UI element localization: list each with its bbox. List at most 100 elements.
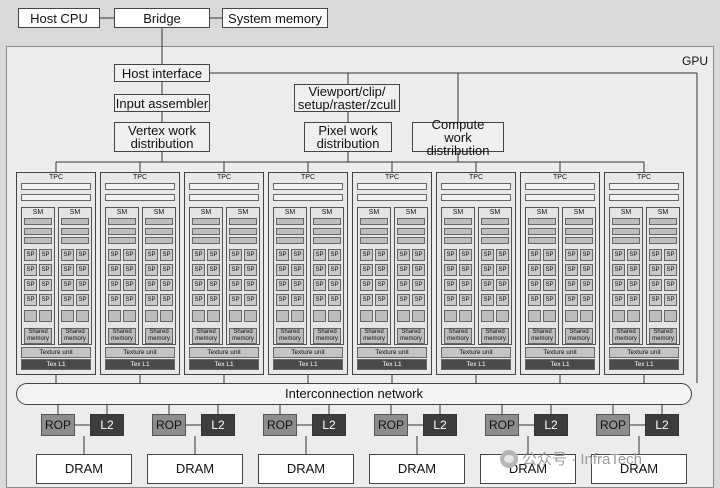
shared-memory: Shared memory [313, 328, 341, 344]
sm-unit-bar [565, 228, 593, 235]
sp-core: SP [481, 294, 494, 306]
sp-core: SP [313, 279, 326, 291]
input-assembler-box: Input assembler [114, 94, 210, 112]
sp-core: SP [612, 249, 625, 261]
sm-title: SM [368, 209, 380, 216]
sp-core: SP [24, 264, 37, 276]
sm-unit-bar [276, 218, 304, 225]
sp-core: SP [39, 264, 52, 276]
sm-unit-bar [145, 237, 173, 244]
sfu-unit [61, 310, 74, 322]
sm-unit-bar [229, 218, 257, 225]
sp-core: SP [580, 279, 593, 291]
sp-core: SP [412, 264, 425, 276]
l2-cache: L2 [423, 414, 457, 436]
sp-core: SP [291, 294, 304, 306]
sfu-unit [481, 310, 494, 322]
tpc-control-bar [105, 194, 175, 201]
sp-core: SP [291, 264, 304, 276]
sp-core: SP [145, 294, 158, 306]
sp-core: SP [207, 294, 220, 306]
sp-core: SP [481, 249, 494, 261]
sp-core: SP [397, 264, 410, 276]
dram-module: DRAM [591, 454, 687, 484]
sp-core: SP [291, 249, 304, 261]
sfu-unit [24, 310, 37, 322]
tpc-control-bar [21, 183, 91, 190]
sp-core: SP [481, 264, 494, 276]
sp-core: SP [39, 294, 52, 306]
sp-core: SP [160, 249, 173, 261]
tpc-title: TPC [385, 174, 399, 181]
sp-core: SP [276, 264, 289, 276]
sp-core: SP [328, 249, 341, 261]
sp-core: SP [528, 264, 541, 276]
sm-unit-bar [24, 237, 52, 244]
sm-unit-bar [192, 228, 220, 235]
sm-unit-bar [397, 228, 425, 235]
l2-cache: L2 [201, 414, 235, 436]
shared-memory: Shared memory [612, 328, 640, 344]
shared-memory: Shared memory [397, 328, 425, 344]
tex-l1-cache: Tex L1 [189, 359, 259, 370]
sp-core: SP [328, 279, 341, 291]
sp-core: SP [444, 264, 457, 276]
sm-unit-bar [24, 218, 52, 225]
sp-core: SP [313, 249, 326, 261]
sp-core: SP [207, 264, 220, 276]
vertex-work-distribution-box: Vertex work distribution [114, 122, 210, 152]
shared-memory: Shared memory [565, 328, 593, 344]
sm-unit-bar [313, 237, 341, 244]
sp-core: SP [565, 279, 578, 291]
sm-unit-bar [145, 228, 173, 235]
sp-core: SP [229, 294, 242, 306]
sfu-unit [444, 310, 457, 322]
sfu-unit [108, 310, 121, 322]
sp-core: SP [496, 294, 509, 306]
sp-core: SP [276, 279, 289, 291]
sm-unit-bar [528, 218, 556, 225]
sp-core: SP [375, 264, 388, 276]
sm-unit-bar [192, 218, 220, 225]
sm-title: SM [657, 209, 669, 216]
sp-core: SP [612, 279, 625, 291]
sm-title: SM [284, 209, 296, 216]
sp-core: SP [360, 279, 373, 291]
tex-l1-cache: Tex L1 [273, 359, 343, 370]
sp-core: SP [496, 264, 509, 276]
sp-core: SP [291, 279, 304, 291]
sfu-unit [649, 310, 662, 322]
sm-unit-bar [360, 228, 388, 235]
texture-unit: Texture unit [357, 347, 427, 358]
shared-memory: Shared memory [229, 328, 257, 344]
sp-core: SP [123, 249, 136, 261]
sm-unit-bar [192, 237, 220, 244]
sp-core: SP [543, 294, 556, 306]
sp-core: SP [412, 294, 425, 306]
sm-title: SM [573, 209, 585, 216]
sp-core: SP [412, 249, 425, 261]
sp-core: SP [61, 279, 74, 291]
sfu-unit [145, 310, 158, 322]
tpc-title: TPC [469, 174, 483, 181]
sp-core: SP [328, 264, 341, 276]
sm-unit-bar [397, 237, 425, 244]
sp-core: SP [444, 249, 457, 261]
sm-title: SM [200, 209, 212, 216]
sp-core: SP [192, 279, 205, 291]
sp-core: SP [76, 279, 89, 291]
sfu-unit [397, 310, 410, 322]
texture-unit: Texture unit [21, 347, 91, 358]
rop-unit: ROP [485, 414, 519, 436]
sfu-unit [39, 310, 52, 322]
host-interface-box: Host interface [114, 64, 210, 82]
shared-memory: Shared memory [24, 328, 52, 344]
sp-core: SP [612, 294, 625, 306]
sfu-unit [543, 310, 556, 322]
tex-l1-cache: Tex L1 [105, 359, 175, 370]
